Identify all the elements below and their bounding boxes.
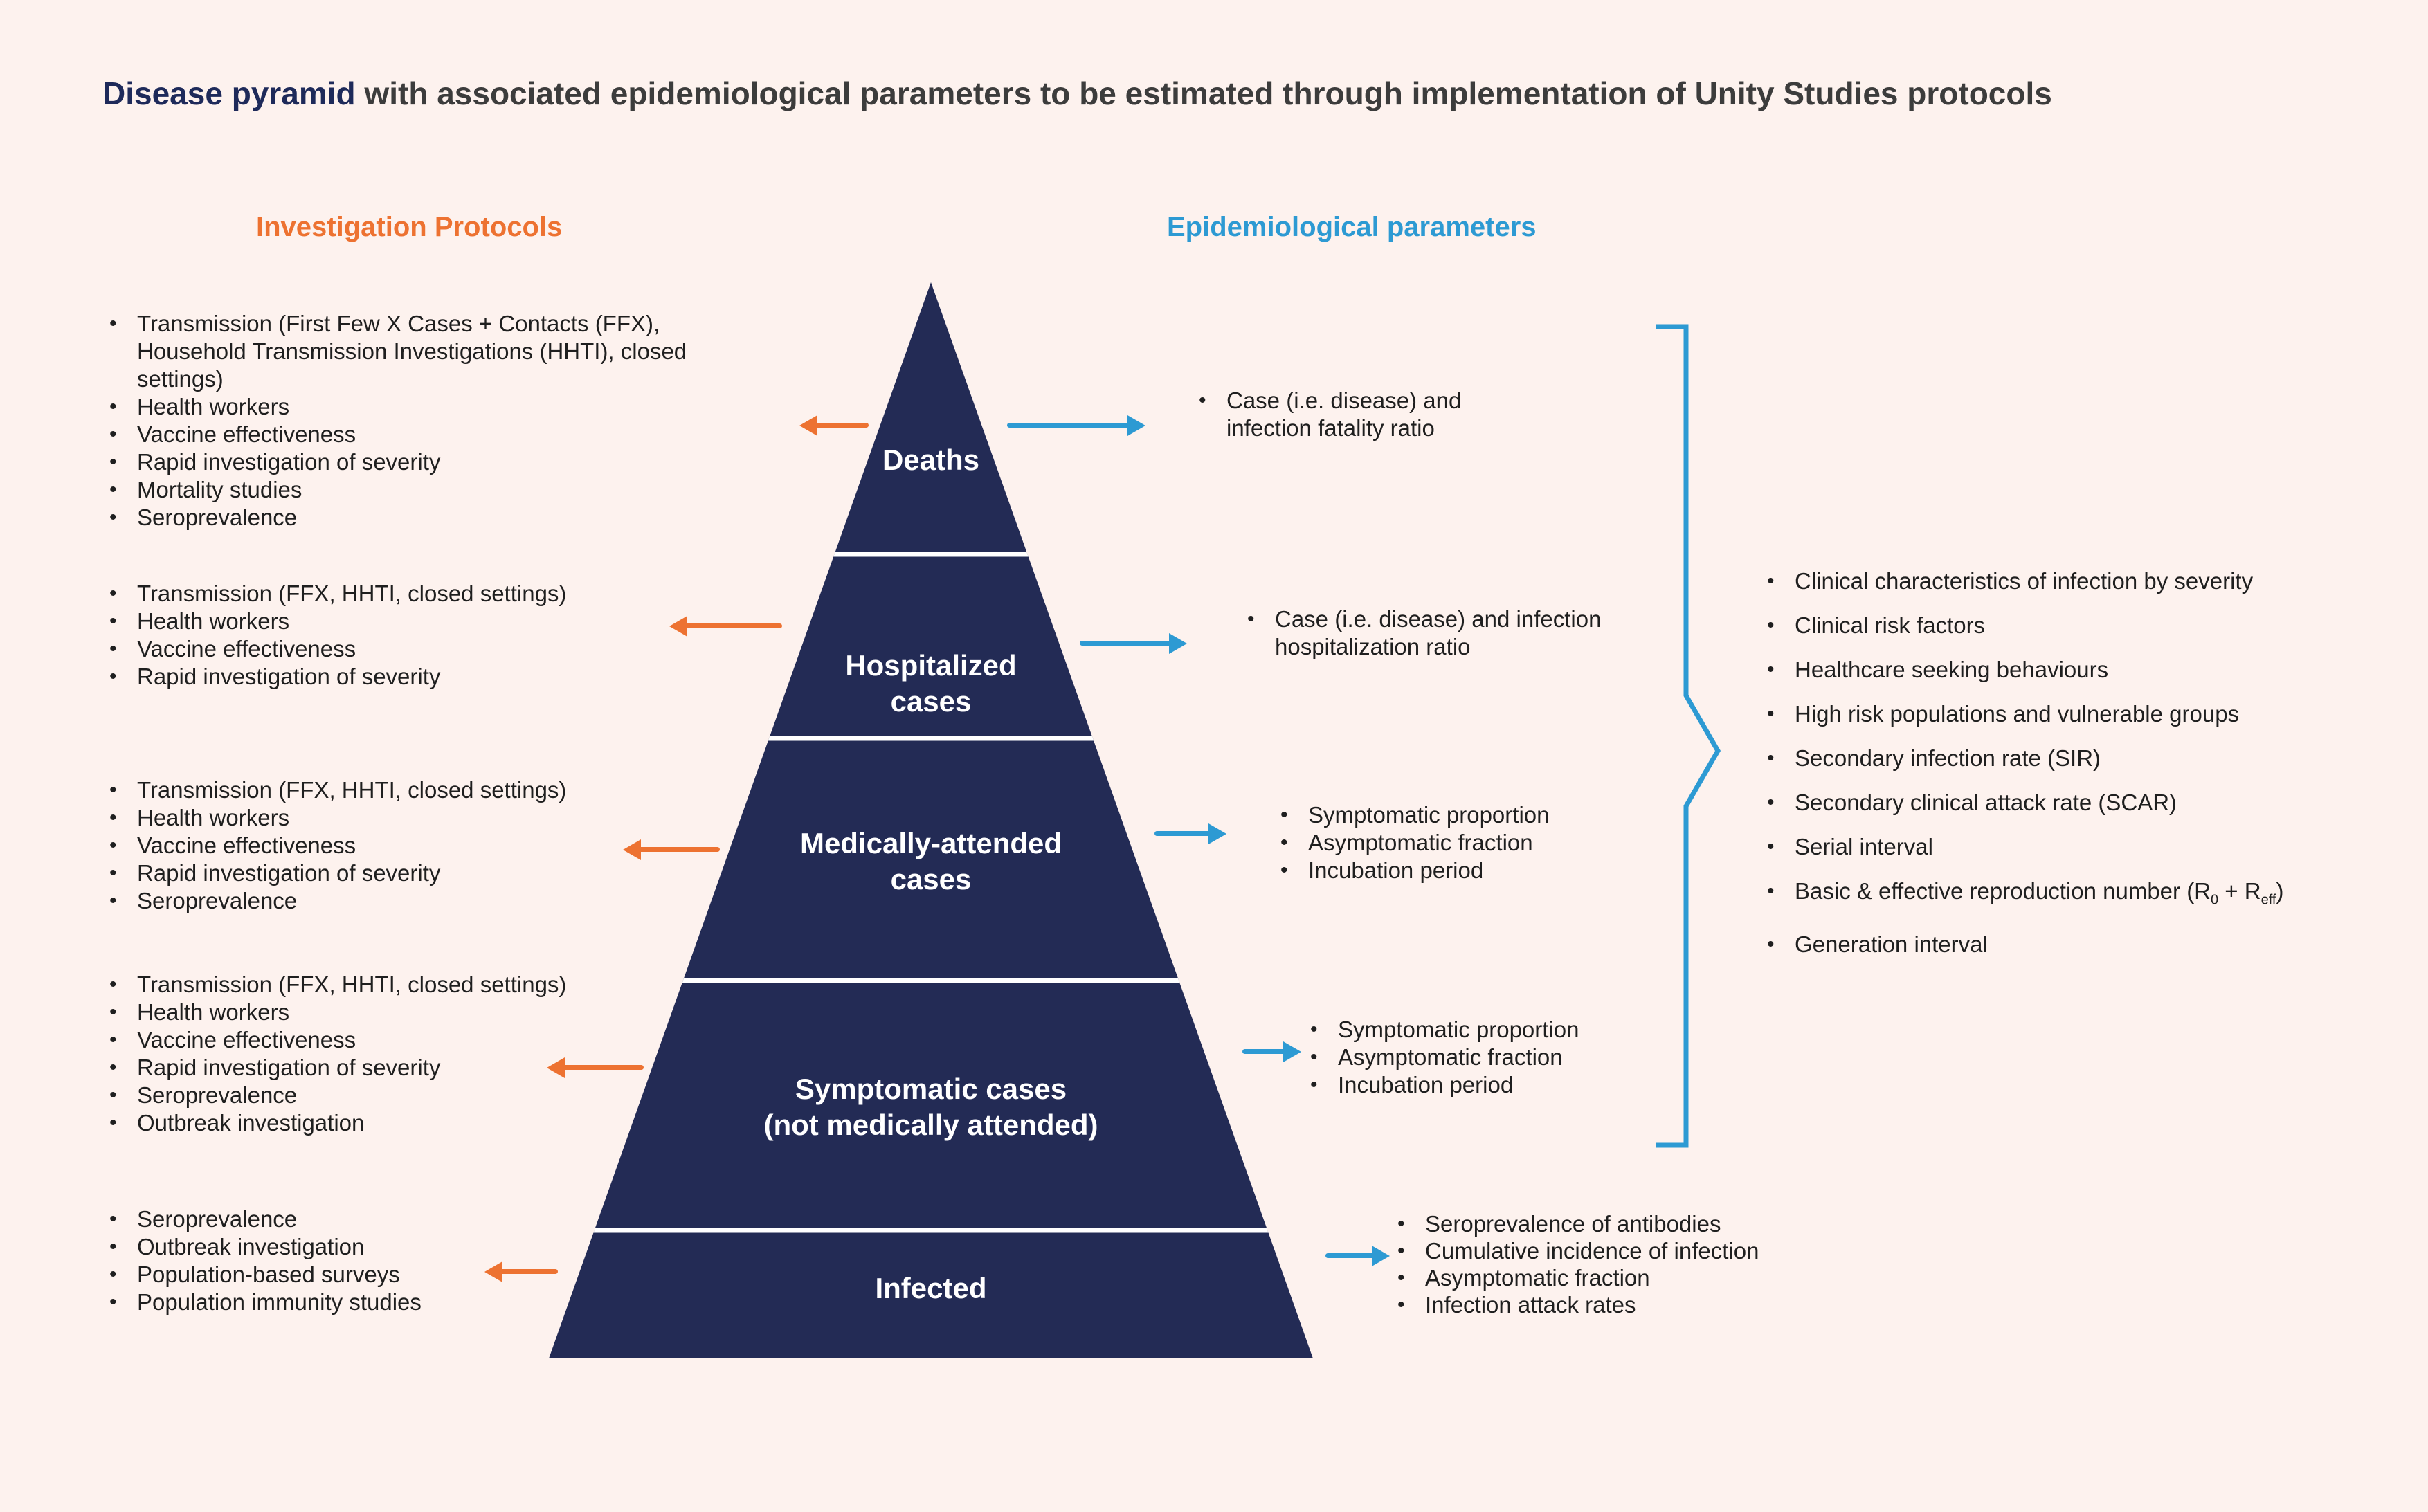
- list-item: Seroprevalence: [104, 504, 727, 531]
- list-item: Generation interval: [1761, 931, 2426, 958]
- list-item: Mortality studies: [104, 476, 727, 504]
- list-item: Health workers: [104, 393, 727, 421]
- page-title-highlight: Disease pyramid: [102, 75, 356, 111]
- protocols-list-deaths: Transmission (First Few X Cases + Contac…: [104, 310, 727, 531]
- arrow-shaft: [1154, 831, 1211, 836]
- arrow-shaft: [815, 423, 869, 428]
- list-item: Health workers: [104, 608, 727, 635]
- list-item: Infection attack rates: [1392, 1291, 1821, 1318]
- list-item: Vaccine effectiveness: [104, 421, 727, 448]
- arrow-left-icon-hospitalized: [669, 615, 782, 637]
- arrow-shaft: [685, 623, 782, 628]
- arrow-left-icon-symptomatic: [547, 1057, 644, 1078]
- list-item: Transmission (FFX, HHTI, closed settings…: [104, 580, 727, 608]
- arrow-shaft: [1242, 1049, 1286, 1054]
- list-item: Seroprevalence: [104, 1205, 727, 1233]
- list-item: Transmission (First Few X Cases + Contac…: [104, 310, 727, 393]
- pyramid-level-label-medically-attended: Medically-attended cases: [799, 827, 1062, 895]
- list-item: Rapid investigation of severity: [104, 448, 727, 476]
- pyramid-shape: [549, 282, 1313, 1358]
- arrow-shaft: [562, 1065, 644, 1070]
- bracket-parameters-list: Clinical characteristics of infection by…: [1761, 567, 2426, 975]
- list-item: Health workers: [104, 804, 727, 832]
- investigation-protocols-header: Investigation Protocols: [256, 212, 563, 242]
- list-item: High risk populations and vulnerable gro…: [1761, 700, 2426, 728]
- arrow-head: [1169, 632, 1187, 654]
- protocols-list-medically-attended: Transmission (FFX, HHTI, closed settings…: [104, 776, 727, 915]
- list-item: Secondary infection rate (SIR): [1761, 745, 2426, 772]
- arrow-head: [669, 615, 687, 637]
- arrow-head: [547, 1057, 565, 1078]
- arrow-left-icon-deaths: [799, 415, 869, 436]
- list-item: Rapid investigation of severity: [104, 859, 727, 887]
- parameters-list-hospitalized: Case (i.e. disease) and infection hospit…: [1242, 605, 1615, 661]
- list-item: Symptomatic proportion: [1275, 801, 1663, 829]
- list-item: Health workers: [104, 999, 727, 1026]
- list-item: Seroprevalence: [104, 887, 727, 915]
- list-item: Case (i.e. disease) and infection fatali…: [1193, 387, 1512, 442]
- list-item: Vaccine effectiveness: [104, 832, 727, 859]
- list-item: Asymptomatic fraction: [1275, 829, 1663, 857]
- protocols-list-infected: Seroprevalence Outbreak investigation Po…: [104, 1205, 727, 1316]
- arrow-shaft: [638, 847, 720, 852]
- protocols-list-symptomatic: Transmission (FFX, HHTI, closed settings…: [104, 971, 727, 1137]
- list-item: Case (i.e. disease) and infection hospit…: [1242, 605, 1615, 661]
- arrow-left-icon-medically-attended: [623, 839, 720, 860]
- arrow-head: [623, 839, 641, 860]
- arrow-right-icon-deaths: [1007, 415, 1145, 436]
- arrow-right-icon-symptomatic: [1242, 1041, 1301, 1062]
- pyramid-level-label-deaths: Deaths: [882, 444, 980, 476]
- arrow-shaft: [500, 1269, 558, 1274]
- bracket-icon: [1656, 324, 1721, 1148]
- list-item: Asymptomatic fraction: [1392, 1264, 1821, 1291]
- protocols-list-hospitalized: Transmission (FFX, HHTI, closed settings…: [104, 580, 727, 691]
- list-item: Transmission (FFX, HHTI, closed settings…: [104, 776, 727, 804]
- page-title: Disease pyramid with associated epidemio…: [102, 75, 2052, 112]
- list-item: Vaccine effectiveness: [104, 1026, 727, 1054]
- list-item: Rapid investigation of severity: [104, 1054, 727, 1082]
- arrow-right-icon-infected: [1325, 1245, 1390, 1266]
- list-item: Population-based surveys: [104, 1261, 727, 1288]
- arrow-head: [1283, 1041, 1301, 1062]
- pyramid-level-label-symptomatic: Symptomatic cases (not medically attende…: [763, 1073, 1098, 1141]
- list-item: Serial interval: [1761, 833, 2426, 861]
- list-item: Transmission (FFX, HHTI, closed settings…: [104, 971, 727, 999]
- list-item-reproduction-number: Basic & effective reproduction number (R…: [1761, 877, 2426, 914]
- parameters-list-deaths: Case (i.e. disease) and infection fatali…: [1193, 387, 1512, 442]
- list-item: Secondary clinical attack rate (SCAR): [1761, 789, 2426, 817]
- list-item: Incubation period: [1305, 1071, 1692, 1099]
- epidemiological-parameters-header: Epidemiological parameters: [1167, 212, 1537, 242]
- parameters-list-infected: Seroprevalence of antibodies Cumulative …: [1392, 1210, 1821, 1318]
- pyramid-level-label-hospitalized: Hospitalized cases: [845, 649, 1017, 718]
- list-item: Healthcare seeking behaviours: [1761, 656, 2426, 684]
- pyramid-level-label-infected: Infected: [875, 1272, 987, 1304]
- list-item: Symptomatic proportion: [1305, 1016, 1692, 1044]
- list-item: Clinical characteristics of infection by…: [1761, 567, 2426, 595]
- arrow-head: [799, 415, 817, 436]
- page-title-rest: with associated epidemiological paramete…: [355, 75, 2052, 111]
- list-item: Vaccine effectiveness: [104, 635, 727, 663]
- list-item: Seroprevalence: [104, 1082, 727, 1109]
- arrow-right-icon-hospitalized: [1080, 632, 1187, 654]
- list-item: Population immunity studies: [104, 1288, 727, 1316]
- list-item: Clinical risk factors: [1761, 612, 2426, 639]
- arrow-head: [1208, 823, 1226, 844]
- arrow-right-icon-medically-attended: [1154, 823, 1226, 844]
- arrow-head: [1127, 415, 1145, 436]
- list-item: Seroprevalence of antibodies: [1392, 1210, 1821, 1237]
- arrow-head: [1372, 1245, 1390, 1266]
- arrow-shaft: [1007, 423, 1130, 428]
- parameters-list-symptomatic: Symptomatic proportion Asymptomatic frac…: [1305, 1016, 1692, 1099]
- list-item: Cumulative incidence of infection: [1392, 1237, 1821, 1264]
- arrow-left-icon-infected: [484, 1261, 558, 1282]
- arrow-head: [484, 1261, 502, 1282]
- list-item: Asymptomatic fraction: [1305, 1044, 1692, 1071]
- list-item: Outbreak investigation: [104, 1233, 727, 1261]
- arrow-shaft: [1080, 641, 1172, 646]
- arrow-shaft: [1325, 1253, 1375, 1258]
- list-item: Incubation period: [1275, 857, 1663, 884]
- list-item: Rapid investigation of severity: [104, 663, 727, 691]
- list-item: Outbreak investigation: [104, 1109, 727, 1137]
- parameters-list-medically-attended: Symptomatic proportion Asymptomatic frac…: [1275, 801, 1663, 884]
